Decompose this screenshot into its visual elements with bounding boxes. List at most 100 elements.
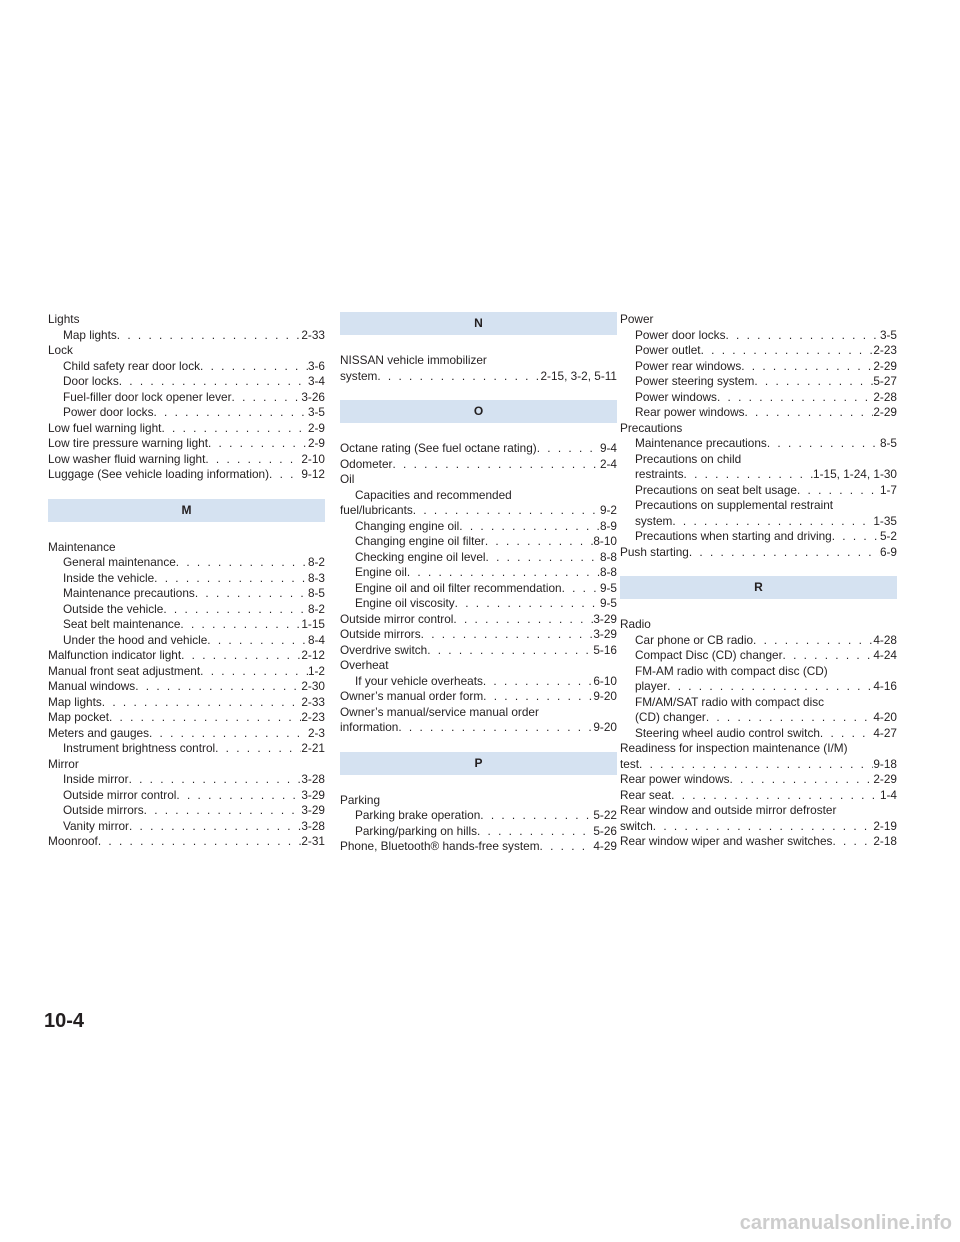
index-subentry: Engine oil viscosity . . . . . . . . . .… [340, 596, 617, 612]
page-reference[interactable]: 1-2 [307, 663, 325, 678]
page-reference[interactable]: 2-18 [873, 834, 897, 848]
page-reference[interactable]: 2-33 [301, 327, 325, 342]
page-reference[interactable]: 2-9 [307, 436, 325, 450]
page-reference[interactable]: 4-28 [873, 632, 897, 647]
page-reference[interactable]: 2-31 [301, 834, 325, 848]
entry-term: Map lights [63, 327, 117, 342]
dot-leader: . . . . . . . . . . . . . . . . . . . . … [671, 787, 880, 802]
page-reference[interactable]: 9-18 [873, 756, 897, 771]
page-reference[interactable]: 3-6 [307, 358, 325, 373]
page-reference[interactable]: 1-4 [879, 787, 897, 802]
page-reference[interactable]: 1-15 [301, 617, 325, 631]
page-reference[interactable]: 3-5 [307, 405, 325, 419]
page-reference[interactable]: 2-15, 3-2, 5-11 [540, 368, 617, 383]
page-reference[interactable]: 4-20 [873, 710, 897, 724]
page-reference[interactable]: 2-28 [873, 389, 897, 404]
entry-term: Outside the vehicle [63, 601, 164, 616]
index-entry: Low tire pressure warning light . . . . … [48, 436, 325, 452]
page-reference[interactable]: 9-20 [593, 720, 617, 734]
page-reference[interactable]: 8-5 [879, 436, 897, 450]
section-spacer [340, 736, 617, 752]
page-reference[interactable]: 5-26 [593, 823, 617, 838]
page-reference[interactable]: 8-3 [307, 570, 325, 585]
page-reference[interactable]: 8-2 [307, 601, 325, 616]
index-entry: Moonroof . . . . . . . . . . . . . . . .… [48, 834, 325, 850]
entry-term: Maintenance precautions [63, 586, 195, 600]
page-reference[interactable]: 2-12 [301, 648, 325, 662]
page-reference[interactable]: 4-29 [593, 839, 617, 853]
page-reference[interactable]: 2-29 [873, 772, 897, 786]
page-reference[interactable]: 8-2 [307, 555, 325, 569]
page-reference[interactable]: 9-5 [599, 596, 617, 610]
page-reference[interactable]: 8-9 [599, 518, 617, 533]
dot-leader: . . . . . . . . . . . . . . . . . . . . … [454, 596, 600, 610]
page-reference[interactable]: 8-4 [307, 632, 325, 647]
page-reference[interactable]: 2-29 [873, 358, 897, 373]
page-reference[interactable]: 3-28 [301, 772, 325, 786]
index-subentry: Precautions on supplemental restraint [620, 498, 897, 514]
page-reference[interactable]: 3-5 [879, 327, 897, 342]
entry-term: Inside the vehicle [63, 570, 155, 585]
page-reference[interactable]: 3-29 [593, 611, 617, 626]
page-reference[interactable]: 5-2 [879, 529, 897, 543]
page-reference[interactable]: 2-33 [301, 694, 325, 709]
page-reference[interactable]: 2-23 [873, 343, 897, 357]
page-reference[interactable]: 8-8 [599, 565, 617, 579]
page-reference[interactable]: 2-10 [301, 451, 325, 466]
page-reference[interactable]: 4-24 [873, 648, 897, 662]
entry-term: Overheat [340, 658, 389, 672]
page-reference[interactable]: 6-9 [879, 544, 897, 559]
page-reference[interactable]: 4-16 [873, 679, 897, 693]
index-entry: Octane rating (See fuel octane rating) .… [340, 441, 617, 457]
page-reference[interactable]: 2-23 [301, 710, 325, 724]
page-reference[interactable]: 6-10 [593, 673, 617, 688]
index-entry: Low washer fluid warning light . . . . .… [48, 452, 325, 468]
page-reference[interactable]: 8-5 [307, 586, 325, 600]
entry-term: Maintenance precautions [635, 436, 767, 450]
entry-term: Engine oil and oil filter recommendation [355, 580, 562, 595]
dot-leader: . . . . . . . . . . . . . . . . . . . . … [176, 787, 301, 802]
page-reference[interactable]: 3-28 [301, 818, 325, 833]
page-reference[interactable]: 2-4 [599, 456, 617, 471]
page-reference[interactable]: 2-29 [873, 405, 897, 419]
index-subentry: Changing engine oil . . . . . . . . . . … [340, 519, 617, 535]
page-reference[interactable]: 3-26 [301, 389, 325, 404]
page-reference[interactable]: 3-29 [593, 627, 617, 641]
page-reference[interactable]: 9-5 [599, 580, 617, 595]
page-reference[interactable]: 5-27 [873, 374, 897, 388]
entry-term: Rear power windows [620, 772, 730, 786]
page-reference[interactable]: 2-3 [307, 725, 325, 740]
page-reference[interactable]: 9-20 [593, 689, 617, 703]
page-reference[interactable]: 5-22 [593, 808, 617, 822]
page-reference[interactable]: 3-29 [301, 787, 325, 802]
page-reference[interactable]: 1-15, 1-24, 1-30 [813, 467, 897, 481]
index-subentry: Vanity mirror . . . . . . . . . . . . . … [48, 819, 325, 835]
dot-leader: . . . . . . . . . . . . . . . . . . . . … [427, 642, 593, 657]
dot-leader: . . . . . . . . . . . . . . . . . . . . … [153, 405, 307, 419]
index-subentry: Precautions when starting and driving . … [620, 529, 897, 545]
page-reference[interactable]: 8-10 [593, 534, 617, 548]
entry-term: Power rear windows [635, 358, 742, 373]
page-reference[interactable]: 2-9 [307, 420, 325, 435]
page-reference[interactable]: 9-4 [599, 441, 617, 455]
page-reference[interactable]: 2-30 [301, 679, 325, 693]
entry-term: Meters and gauges [48, 725, 149, 740]
page-reference[interactable]: 3-29 [301, 803, 325, 817]
dot-leader: . . . . . . . . . . . . . . . . . . . . … [484, 534, 594, 548]
page-reference[interactable]: 3-4 [307, 374, 325, 388]
index-subentry: FM/AM/SAT radio with compact disc [620, 695, 897, 711]
index-entry: Power [620, 312, 897, 328]
entry-term: Odometer [340, 456, 393, 471]
page-reference[interactable]: 9-2 [599, 503, 617, 517]
page-reference[interactable]: 2-21 [301, 741, 325, 755]
index-entry: Luggage (See vehicle loading information… [48, 467, 325, 483]
page-reference[interactable]: 4-27 [873, 725, 897, 740]
page-reference[interactable]: 9-12 [301, 467, 325, 481]
entry-term: FM-AM radio with compact disc (CD) [635, 663, 828, 678]
page-reference[interactable]: 8-8 [599, 549, 617, 564]
page-reference[interactable]: 2-19 [873, 818, 897, 833]
page-reference[interactable]: 5-16 [593, 642, 617, 657]
page-reference[interactable]: 1-35 [873, 513, 897, 528]
page-reference[interactable]: 1-7 [879, 482, 897, 497]
